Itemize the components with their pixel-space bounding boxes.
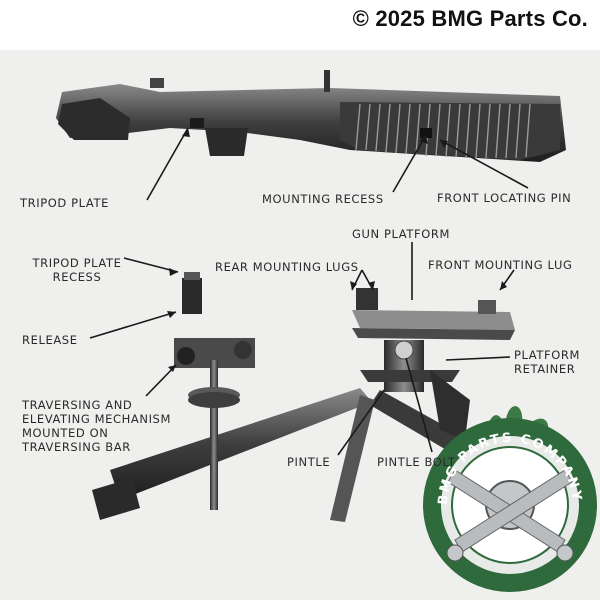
leader-traversing-mechanism — [145, 364, 177, 397]
label-platform-retainer: PLATFORM RETAINER — [514, 348, 580, 376]
label-platform-retainer-line2: RETAINER — [514, 362, 576, 376]
label-mounting-recess: MOUNTING RECESS — [262, 192, 384, 206]
label-traversing-line1: TRAVERSING AND — [22, 398, 133, 412]
label-tripod-plate: TRIPOD PLATE — [20, 196, 109, 210]
label-front-mounting-lug: FRONT MOUNTING LUG — [428, 258, 573, 272]
leader-platform-retainer — [445, 356, 511, 361]
label-traversing-line4: TRAVERSING BAR — [22, 440, 131, 454]
leader-front-locating-pin — [439, 139, 529, 189]
label-front-locating-pin: FRONT LOCATING PIN — [437, 191, 572, 205]
label-pintle: PINTLE — [287, 455, 331, 469]
label-tripod-plate-recess-line1: TRIPOD PLATE — [32, 256, 122, 270]
copyright-notice: © 2025 BMG Parts Co. — [352, 6, 588, 31]
bmg-parts-company-logo: BMG PARTS COMPANY INC — [423, 406, 597, 592]
label-traversing-line3: MOUNTED ON — [22, 426, 109, 440]
leader-arrowheads — [167, 128, 507, 372]
label-gun-platform: GUN PLATFORM — [352, 227, 450, 241]
leader-mounting-recess — [392, 134, 427, 193]
leader-release — [89, 311, 177, 339]
label-pintle-bolt: PINTLE BOLT — [377, 455, 456, 469]
machine-gun-receiver-photo — [56, 70, 566, 162]
leader-pintle — [337, 389, 385, 456]
label-tripod-plate-recess-line2: RECESS — [52, 270, 102, 284]
leader-tripod-plate — [146, 127, 189, 201]
label-traversing-line2: ELEVATING MECHANISM — [22, 412, 171, 426]
leader-tripod-plate-recess — [123, 257, 179, 273]
leader-pintle-bolt — [405, 357, 433, 453]
label-traversing-mechanism: TRAVERSING AND ELEVATING MECHANISM MOUNT… — [22, 398, 171, 454]
label-tripod-plate-recess: TRIPOD PLATE RECESS — [22, 256, 132, 284]
leader-lines — [89, 127, 529, 456]
tripod-assembly-photo — [92, 272, 515, 522]
label-rear-mounting-lugs: REAR MOUNTING LUGS — [215, 260, 359, 274]
label-release: RELEASE — [22, 333, 78, 347]
label-platform-retainer-line1: PLATFORM — [514, 348, 580, 362]
